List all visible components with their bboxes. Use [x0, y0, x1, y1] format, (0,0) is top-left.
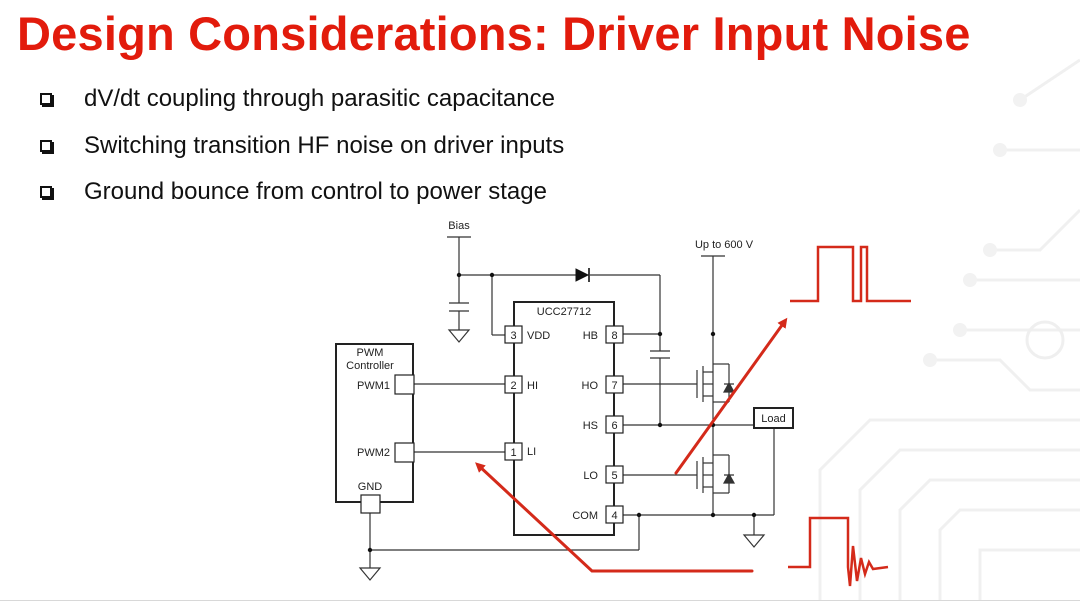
pin-number: 1: [510, 447, 516, 459]
load-block: [753, 407, 794, 429]
bullet-item: Ground bounce from control to power stag…: [40, 169, 564, 216]
bullet-text: dV/dt coupling through parasitic capacit…: [84, 85, 555, 113]
pin-label-vdd: VDD: [527, 330, 550, 342]
pin-label-hs: HS: [583, 420, 598, 432]
ground-icon: [742, 534, 766, 548]
load-label: Load: [761, 413, 785, 425]
input-ringing-waveform-icon: [788, 516, 889, 587]
bootstrap-diode-icon: [575, 268, 590, 282]
bullet-item: Switching transition HF noise on driver …: [40, 123, 564, 170]
pwm-controller-block: [335, 343, 414, 503]
ground-icon: [358, 567, 382, 581]
pin-label-hb: HB: [583, 330, 598, 342]
checkbox-bullet-icon: [40, 186, 52, 199]
controller-label: PWM: [357, 347, 384, 359]
pin-label-hi: HI: [527, 380, 538, 392]
waveform-icons: [788, 245, 911, 587]
high-side-mosfet: [696, 363, 736, 403]
pwm1-label: PWM1: [357, 380, 390, 392]
driver-left-pins: 3 VDD 2 HI 1 LI: [504, 325, 550, 461]
pin-number: 6: [611, 420, 617, 432]
driver-ic-block: [513, 301, 615, 536]
checkbox-bullet-icon: [40, 93, 52, 106]
schematic-wires: [369, 236, 775, 568]
pin-number: 5: [611, 470, 617, 482]
bias-label: Bias: [448, 220, 470, 232]
pin-number: 7: [611, 380, 617, 392]
low-side-mosfet: [696, 454, 736, 494]
slide-title: Design Considerations: Driver Input Nois…: [17, 7, 971, 60]
pin-label-lo: LO: [583, 470, 598, 482]
driver-right-pins: 8 HB 7 HO 6 HS 5 LO 4 COM: [572, 325, 624, 524]
footer-rule: [0, 600, 1080, 601]
switch-node-arrow: [674, 317, 788, 475]
controller-label: Controller: [346, 360, 394, 372]
noise-annotation-arrows: [475, 317, 788, 573]
pwm1-pin: [394, 374, 415, 395]
gnd-pin: [360, 494, 381, 514]
pin-number: 2: [510, 380, 516, 392]
pwm2-pin: [394, 442, 415, 463]
pin-number: 3: [510, 330, 516, 342]
pin-number: 4: [611, 510, 617, 522]
pin-label-com: COM: [572, 510, 598, 522]
checkbox-bullet-icon: [40, 139, 52, 152]
pin-label-ho: HO: [582, 380, 599, 392]
input-noise-arrow: [475, 462, 754, 573]
pin-label-li: LI: [527, 446, 536, 458]
pin-number: 8: [611, 330, 617, 342]
bullet-list: dV/dt coupling through parasitic capacit…: [40, 76, 564, 216]
ic-name: UCC27712: [537, 306, 591, 318]
supply-voltage-label: Up to 600 V: [695, 239, 754, 251]
bullet-text: Ground bounce from control to power stag…: [84, 178, 547, 206]
ground-icon: [447, 329, 471, 343]
gnd-label: GND: [358, 481, 383, 493]
switch-node-waveform-icon: [790, 245, 911, 303]
bullet-item: dV/dt coupling through parasitic capacit…: [40, 76, 564, 123]
bullet-text: Switching transition HF noise on driver …: [84, 131, 565, 159]
pwm2-label: PWM2: [357, 447, 390, 459]
